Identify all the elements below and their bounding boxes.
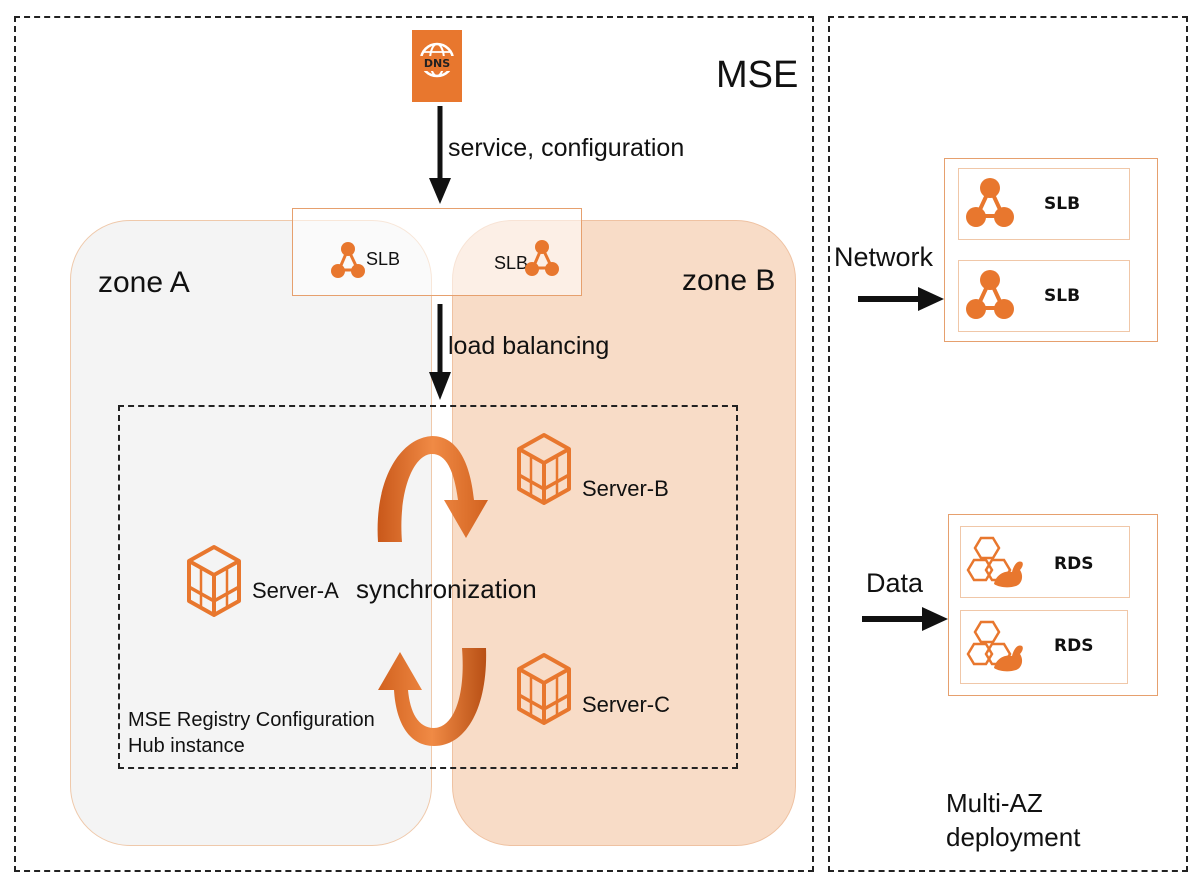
arrow-service-configuration-label: service, configuration [448, 134, 685, 162]
slb-item-1-label: SLB [1044, 194, 1081, 214]
zone-b-label: zone B [682, 264, 776, 297]
arrow-load-balancing-label: load balancing [448, 332, 610, 360]
server-b-label: Server-B [582, 476, 669, 501]
arrow-right-icon [858, 287, 944, 311]
slb-left-icon [331, 242, 365, 278]
rds-item-2-label: RDS [1054, 636, 1094, 656]
zone-b [452, 220, 796, 846]
slb-icon [966, 270, 1014, 319]
mse-title: MSE [716, 54, 799, 96]
dns-node: DNS [412, 30, 462, 102]
arrow-down-icon [429, 106, 451, 204]
data-label: Data [866, 568, 924, 598]
slb-box [292, 208, 582, 296]
zone-a-label: zone A [98, 266, 190, 299]
network-label: Network [834, 242, 934, 272]
instance-label-line1: MSE Registry Configuration [128, 709, 375, 731]
server-a-label: Server-A [252, 578, 339, 603]
deployment-caption-line2: deployment [946, 822, 1081, 852]
sync-arrow-top-icon [377, 436, 488, 542]
zone-a [70, 220, 432, 846]
rds-item-1-label: RDS [1054, 554, 1094, 574]
slb-right-icon [525, 240, 559, 276]
server-c-icon [517, 653, 571, 725]
rds-icon [966, 536, 1023, 588]
deployment-caption-line1: Multi-AZ [946, 788, 1043, 818]
slb-right-label: SLB [494, 253, 529, 273]
slb-icon [966, 178, 1014, 227]
mse-instance-box [118, 405, 738, 769]
mse-panel [14, 16, 814, 872]
instance-label-line2: Hub instance [128, 735, 245, 757]
deployment-panel [828, 16, 1188, 872]
slb-left-label: SLB [366, 249, 401, 269]
slb-item-2-label: SLB [1044, 286, 1081, 306]
arrow-right-icon [862, 607, 948, 631]
arrow-down-icon [429, 304, 451, 400]
dns-label: DNS [412, 56, 462, 71]
server-a-icon [187, 545, 241, 617]
rds-icon [966, 620, 1023, 672]
synchronization-label: synchronization [356, 574, 537, 604]
sync-arrow-bottom-icon [378, 648, 487, 746]
server-c-label: Server-C [582, 692, 671, 717]
server-b-icon [517, 433, 571, 505]
